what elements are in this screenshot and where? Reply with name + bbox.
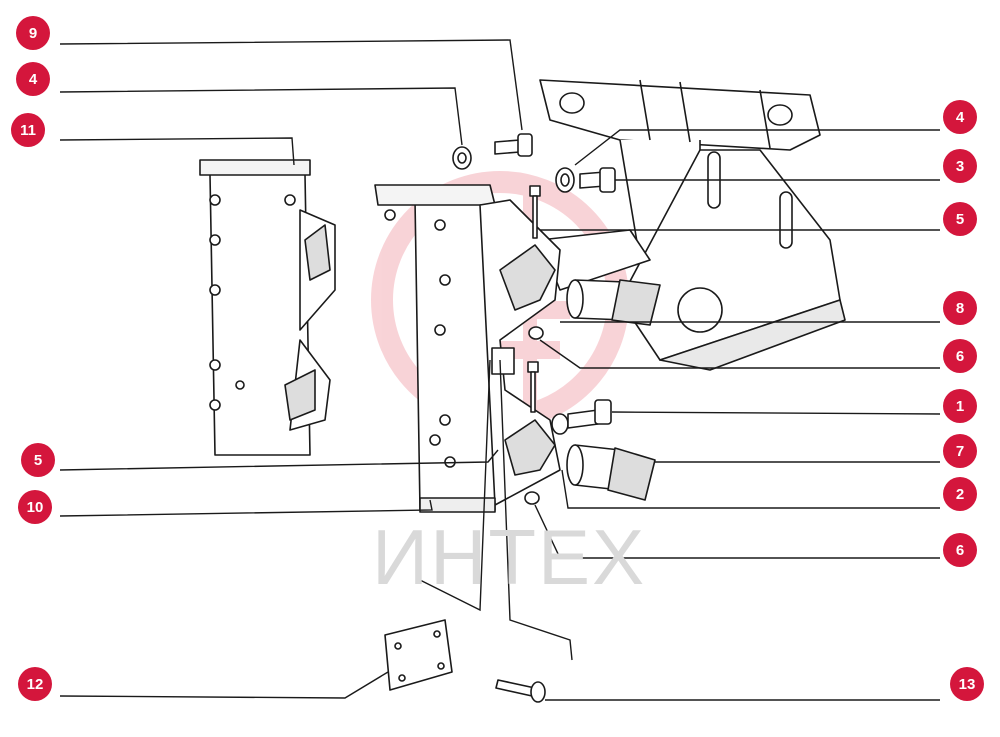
bolt-9	[494, 133, 533, 157]
callout-8-badge	[943, 291, 977, 325]
callout-6-lower: 6	[955, 541, 965, 559]
watermark-text: ИНТЕХ	[372, 513, 647, 601]
leader-lines	[59, 39, 941, 701]
callout-4-right: 4	[955, 108, 965, 126]
callout-6-upper-badge	[943, 339, 977, 373]
callout-12: 12	[26, 675, 44, 693]
callout-6-lower-badge	[943, 533, 977, 567]
bolt-1	[551, 399, 612, 435]
bolt-5-lower	[527, 361, 539, 413]
callout-4-right-badge	[943, 100, 977, 134]
washer-4-left	[452, 146, 472, 170]
callout-3: 3	[955, 157, 965, 175]
pin-lower	[566, 444, 656, 501]
screw-13	[495, 679, 546, 703]
callout-11-badge	[11, 113, 45, 147]
bolt-3	[579, 167, 616, 193]
callout-5-right-badge	[943, 202, 977, 236]
callout-7: 7	[955, 442, 965, 460]
callout-9-badge	[16, 16, 50, 50]
bolt-5-upper	[529, 185, 541, 239]
callout-1: 1	[955, 397, 965, 415]
callout-10-badge	[18, 490, 52, 524]
callout-2: 2	[955, 485, 965, 503]
callout-5-left-badge	[21, 443, 55, 477]
nut-6-upper	[528, 326, 544, 340]
callout-13: 13	[958, 675, 976, 693]
callout-8: 8	[955, 299, 965, 317]
callout-4-left-badge	[16, 62, 50, 96]
callout-7-badge	[943, 434, 977, 468]
nut-6-lower	[524, 491, 540, 505]
callout-1-badge	[943, 389, 977, 423]
callout-4-left: 4	[28, 70, 38, 88]
callout-9: 9	[28, 24, 38, 42]
callout-11: 11	[20, 121, 36, 139]
pin-upper	[566, 279, 661, 326]
center-plate	[374, 184, 561, 513]
callout-6-upper: 6	[955, 347, 965, 365]
callout-badges	[11, 16, 984, 701]
callout-13-badge	[950, 667, 984, 701]
left-plate	[199, 159, 336, 456]
callout-5-left: 5	[33, 451, 43, 469]
callout-10: 10	[26, 498, 44, 516]
cover-plate-12	[384, 619, 453, 691]
callout-5-right: 5	[955, 210, 965, 228]
callout-2-badge	[943, 477, 977, 511]
callout-3-badge	[943, 149, 977, 183]
callout-12-badge	[18, 667, 52, 701]
washer-4-right	[555, 167, 575, 193]
